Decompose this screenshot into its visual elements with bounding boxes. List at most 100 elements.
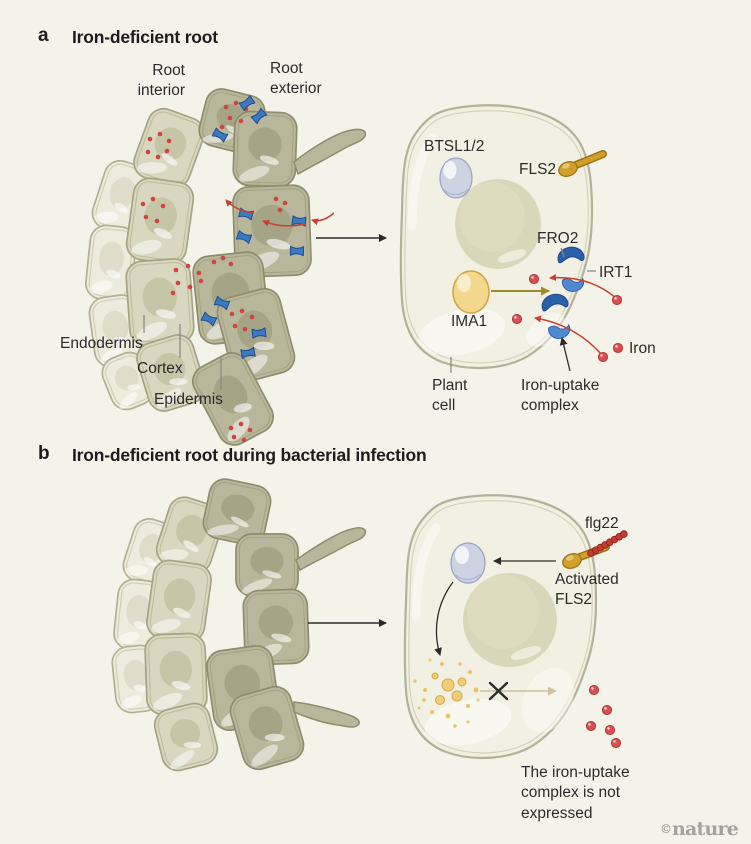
membrane-transporter xyxy=(235,230,253,244)
cell-nucleus xyxy=(98,241,124,276)
degraded-particle xyxy=(440,662,444,666)
cell-nucleus xyxy=(170,719,201,748)
cell-nucleus xyxy=(154,352,186,386)
degraded-particle xyxy=(423,688,427,692)
membrane-transporter xyxy=(251,327,267,339)
panel-b-tag: b xyxy=(38,443,50,464)
iron-dot xyxy=(241,437,247,443)
complex-pointer-arrow xyxy=(559,337,571,372)
iron-dot xyxy=(233,100,239,106)
iron-atom xyxy=(604,724,616,736)
membrane-transporter xyxy=(200,311,218,327)
membrane-transporter xyxy=(213,295,231,311)
caption-complex-not-expressed: The iron-uptake complex is not expressed xyxy=(521,764,630,822)
plant-cell-a xyxy=(399,104,624,373)
iron-dot xyxy=(227,115,233,121)
copyright-symbol: © xyxy=(660,822,672,836)
degraded-particle xyxy=(468,670,472,674)
membrane-transporter xyxy=(289,245,305,257)
root-a-hairs xyxy=(293,128,367,176)
degraded-ima1-particles xyxy=(413,658,480,728)
root-hair xyxy=(293,701,360,728)
cell-nucleus xyxy=(250,547,284,576)
iron-atom xyxy=(511,313,523,325)
nucleus-highlight xyxy=(497,249,527,263)
cell-nucleus xyxy=(144,197,177,235)
label-root-exterior: Root exterior xyxy=(270,60,322,98)
degraded-particle xyxy=(431,672,439,680)
membrane-transporter xyxy=(291,215,307,227)
cell-nucleus xyxy=(248,706,283,742)
membrane-transporter xyxy=(240,346,256,360)
degraded-particle xyxy=(466,704,470,708)
iron-atom xyxy=(612,342,624,354)
cell-highlight xyxy=(418,308,506,356)
iron-atom xyxy=(610,737,622,749)
panel-b-title: Iron-deficient root during bacterial inf… xyxy=(72,445,427,465)
cortex-cell xyxy=(146,559,212,643)
label-endodermis: Endodermis xyxy=(60,335,143,352)
iron-flow-arrow xyxy=(225,199,255,214)
blocked-x-mark xyxy=(488,681,509,701)
nucleus-inner xyxy=(467,575,539,649)
label-cortex: Cortex xyxy=(137,360,183,377)
endo-cell xyxy=(84,224,138,302)
degraded-particle xyxy=(422,698,426,702)
cortex-cell xyxy=(136,334,206,412)
iron-dot xyxy=(155,154,161,160)
iron-dot xyxy=(170,290,176,296)
nucleus-inner xyxy=(459,182,525,252)
membrane-transporter xyxy=(238,95,256,111)
cell-nucleus xyxy=(154,127,187,161)
cell-a-leader-lines xyxy=(450,247,596,373)
nucleus-highlight xyxy=(510,646,542,660)
label-btsl: BTSL1/2 xyxy=(424,138,485,155)
degraded-particle xyxy=(457,677,467,687)
iron-atoms-b xyxy=(585,684,622,749)
membrane-transporter xyxy=(250,107,268,125)
label-epidermis: Epidermis xyxy=(154,391,223,408)
cell-nucleus xyxy=(163,578,196,615)
membrane-transporter xyxy=(211,127,229,143)
root-hair xyxy=(293,128,367,176)
plant-cell-b xyxy=(403,494,628,760)
degraded-particle xyxy=(458,662,462,666)
degraded-particle xyxy=(441,678,455,692)
label-fls2: FLS2 xyxy=(519,161,557,178)
iron-dot xyxy=(247,427,253,433)
iron-flow-arrow xyxy=(262,219,306,227)
iron-dot xyxy=(157,131,163,137)
fls2-receptor xyxy=(558,150,607,177)
iron-dot xyxy=(242,326,248,332)
nature-logo-text: nature xyxy=(672,818,739,840)
label-irt1: IRT1 xyxy=(599,264,633,281)
panel-a-title: Iron-deficient root xyxy=(72,27,218,47)
iron-dot xyxy=(223,104,229,110)
iron-dot xyxy=(150,196,156,202)
label-root-interior: Root interior xyxy=(137,62,185,100)
iron-dot xyxy=(187,284,193,290)
iron-dot xyxy=(147,136,153,142)
degraded-particle xyxy=(435,695,445,705)
iron-dot xyxy=(273,196,279,202)
iron-dot xyxy=(228,425,234,431)
degraded-particle xyxy=(451,690,463,702)
iron-dot xyxy=(238,118,244,124)
cortex-cell xyxy=(125,177,195,265)
iron-dot xyxy=(220,255,226,261)
cell-nucleus xyxy=(109,177,136,209)
panel-a-tag: a xyxy=(38,25,49,46)
label-plant-cell: Plant cell xyxy=(432,377,468,415)
cell-nucleus xyxy=(126,594,151,627)
iron-dot xyxy=(238,421,244,427)
root-a-iron-dots xyxy=(140,100,288,443)
degraded-particle xyxy=(413,679,417,683)
cell-nucleus xyxy=(176,514,207,548)
degraded-particle xyxy=(453,724,457,728)
iron-dot xyxy=(229,311,235,317)
btsl-vesicle xyxy=(439,157,473,199)
cell-nucleus xyxy=(142,277,177,317)
cell-highlight xyxy=(521,667,575,733)
